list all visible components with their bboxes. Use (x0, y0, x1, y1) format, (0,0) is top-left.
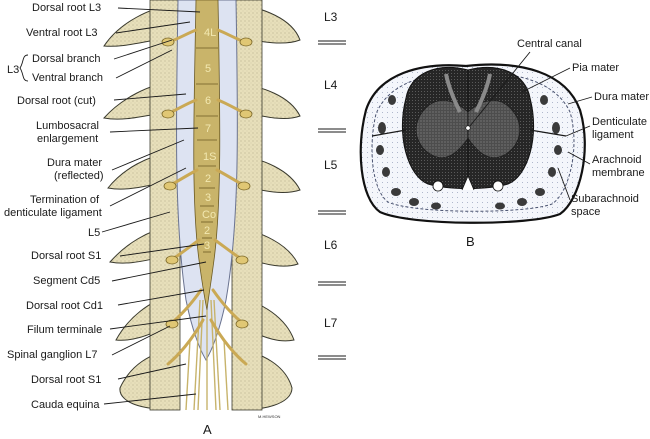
panel-a-caption: A (203, 422, 212, 437)
label-spinal-ganglion-l7: Spinal ganglion L7 (7, 349, 98, 361)
label-subarachnoid: Subarachnoid (571, 193, 639, 205)
label-cauda-equina: Cauda equina (31, 399, 100, 411)
segment-ticks (196, 47, 218, 253)
spinal-ganglia (161, 37, 253, 329)
label-dorsal-root-s1-upper: Dorsal root S1 (31, 250, 101, 262)
segment-number: 4L (204, 27, 216, 39)
segment-number: 5 (205, 63, 211, 75)
label-space: space (571, 206, 600, 218)
denticulate-ligament-left (371, 129, 407, 137)
label-termination-2: denticulate ligament (4, 207, 102, 219)
segment-number: 3 (205, 192, 211, 204)
panel-b-caption: B (466, 234, 475, 249)
label-ventral-branch: Ventral branch (32, 72, 103, 84)
panel-b-labels: Central canal Pia mater Dura mater Denti… (517, 38, 649, 218)
label-arachnoid: Arachnoid (592, 154, 642, 166)
label-lumbosacral: Lumbosacral (36, 120, 99, 132)
label-enlargement: enlargement (37, 133, 98, 145)
level-separators (318, 40, 346, 360)
segment-number: 1S (203, 151, 216, 163)
segment-number: 2 (205, 173, 211, 185)
vertebra-level-label: L3 (324, 10, 338, 24)
segment-number: 6 (205, 95, 211, 107)
segment-number: 3 (204, 240, 210, 252)
label-denticulate: Denticulate (592, 116, 647, 128)
nerve-roots (162, 28, 252, 366)
label-dorsal-root-cd1: Dorsal root Cd1 (26, 300, 103, 312)
label-ventral-root-l3: Ventral root L3 (26, 27, 98, 39)
label-dorsal-branch: Dorsal branch (32, 53, 100, 65)
ventral-fissure (461, 174, 475, 191)
label-pia-mater: Pia mater (572, 62, 619, 74)
label-central-canal: Central canal (517, 38, 582, 50)
segment-number: 2 (204, 225, 210, 237)
segment-numbers: 4L 5 6 7 1S 2 3 Co 2 3 (202, 27, 216, 252)
segment-number: 7 (205, 123, 211, 135)
vertebra-levels: L3 L4 L5 L6 L7 (318, 10, 346, 360)
label-dura-mater-reflected-2: (reflected) (54, 170, 104, 182)
vertebra-level-label: L4 (324, 78, 338, 92)
denticulate-ligament-right (529, 129, 567, 137)
spinal-cord (193, 0, 221, 311)
vertebra-level-label: L5 (324, 158, 338, 172)
cauda-equina (185, 299, 229, 411)
label-dorsal-root-l3: Dorsal root L3 (32, 2, 101, 14)
dorsal-horns (444, 73, 492, 113)
panel-b-drawing (359, 63, 586, 224)
label-filum-terminale: Filum terminale (27, 324, 102, 336)
group-label-l3: L3 (7, 64, 19, 76)
panel-a-leaders (101, 7, 207, 405)
artist-signature: M.HEWSON (258, 414, 281, 419)
ventral-rootlet-left (432, 180, 444, 192)
panel-b-leaders (469, 51, 593, 201)
label-membrane: membrane (592, 167, 645, 179)
vertebral-column-left (149, 0, 181, 411)
label-ligament: ligament (592, 129, 634, 141)
label-termination-1: Termination of (30, 194, 100, 206)
panel-a-labels: Dorsal root L3 Ventral root L3 L3 Dorsal… (4, 2, 104, 411)
vertebra-level-label: L6 (324, 238, 338, 252)
vertebra-level-label: L7 (324, 316, 338, 330)
label-segment-cd5: Segment Cd5 (33, 275, 100, 287)
label-dura-mater-reflected-1: Dura mater (47, 157, 102, 169)
label-dura-mater: Dura mater (594, 91, 649, 103)
label-dorsal-root-cut: Dorsal root (cut) (17, 95, 96, 107)
rootlet-bundles (376, 95, 562, 210)
central-canal (465, 125, 471, 131)
ventral-rootlet-right (492, 180, 504, 192)
group-brace (19, 54, 29, 82)
cross-section-arachnoid (371, 72, 575, 212)
label-dorsal-root-s1-lower: Dorsal root S1 (31, 374, 101, 386)
label-l5: L5 (88, 227, 100, 239)
segment-number: Co (202, 209, 216, 221)
panel-a-drawing: 4L 5 6 7 1S 2 3 Co 2 3 M.HEWSON (103, 0, 301, 419)
